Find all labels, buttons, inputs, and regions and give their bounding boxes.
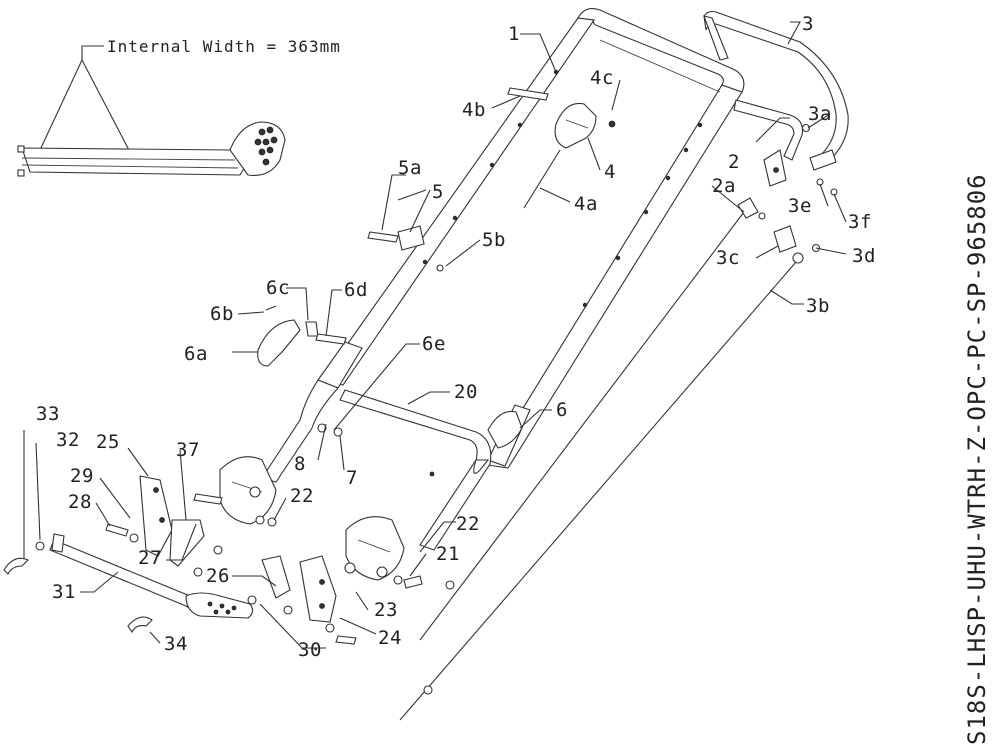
lower-handle-frame	[261, 379, 492, 551]
clip-34	[127, 616, 153, 634]
bail-bar	[703, 10, 849, 171]
callout-labels: 1 3 2 2a 3a 3b 3c 3d 3e 3f 4 4a 4b 4c 5 …	[36, 13, 876, 661]
callout-7: 7	[346, 467, 358, 489]
callout-2a: 2a	[712, 175, 736, 197]
callout-37: 37	[176, 439, 200, 461]
cable-end-3b	[423, 685, 433, 695]
callout-3c: 3c	[716, 247, 740, 269]
callout-5: 5	[432, 181, 444, 203]
callout-21: 21	[436, 543, 460, 565]
callout-28: 28	[68, 491, 92, 513]
callout-26: 26	[206, 565, 230, 587]
callout-4c: 4c	[590, 67, 614, 89]
callout-32: 32	[56, 429, 80, 451]
callout-4: 4	[604, 161, 616, 183]
callout-25: 25	[96, 431, 120, 453]
callout-2: 2	[728, 151, 740, 173]
callout-23: 23	[374, 599, 398, 621]
callout-29: 29	[70, 465, 94, 487]
leader-lines	[23, 21, 847, 649]
callout-6: 6	[556, 399, 568, 421]
cable-2a	[419, 211, 745, 641]
callout-27: 27	[138, 547, 162, 569]
callout-3a: 3a	[808, 103, 832, 125]
cable-clamp-2a	[737, 197, 759, 219]
callout-6b: 6b	[210, 303, 234, 325]
callout-3: 3	[802, 13, 814, 35]
washers-bolts	[35, 423, 423, 645]
callout-6e: 6e	[422, 333, 446, 355]
cable-mount-3c	[773, 225, 797, 253]
callout-20: 20	[454, 381, 478, 403]
callout-5a: 5a	[398, 157, 422, 179]
callout-33: 33	[36, 403, 60, 425]
callout-3d: 3d	[852, 245, 876, 267]
callout-1: 1	[508, 23, 520, 45]
callout-4a: 4a	[574, 193, 598, 215]
callout-4b: 4b	[462, 99, 486, 121]
callout-3f: 3f	[848, 211, 872, 233]
callout-5b: 5b	[482, 229, 506, 251]
callout-22-left: 22	[290, 485, 314, 507]
callout-6c: 6c	[266, 277, 290, 299]
callout-31: 31	[52, 581, 76, 603]
cable-3b	[399, 261, 797, 721]
callout-24: 24	[378, 627, 402, 649]
callout-8: 8	[294, 453, 306, 475]
height-foot-pedal	[49, 533, 254, 619]
quick-release-lever	[257, 305, 523, 449]
inset-width-detail: Internal Width = 363mm	[17, 37, 341, 177]
callout-34: 34	[164, 633, 188, 655]
callout-3e: 3e	[788, 195, 812, 217]
internal-width-note: Internal Width = 363mm	[107, 37, 341, 56]
throttle-lever	[523, 102, 616, 209]
callout-3b: 3b	[806, 295, 830, 317]
diagram-title: S18S-LHSP-UHU-WTRH-Z-OPC-PC-SP-965806	[963, 173, 991, 745]
cable-end-2a	[445, 580, 455, 590]
callout-6a: 6a	[184, 343, 208, 365]
cable-bracket	[733, 99, 804, 187]
cable-nut	[792, 252, 804, 264]
callout-22-right: 22	[456, 513, 480, 535]
height-adjust-plates	[139, 456, 405, 623]
callout-6d: 6d	[344, 279, 368, 301]
clip-33	[3, 557, 29, 575]
callout-30: 30	[298, 639, 322, 661]
